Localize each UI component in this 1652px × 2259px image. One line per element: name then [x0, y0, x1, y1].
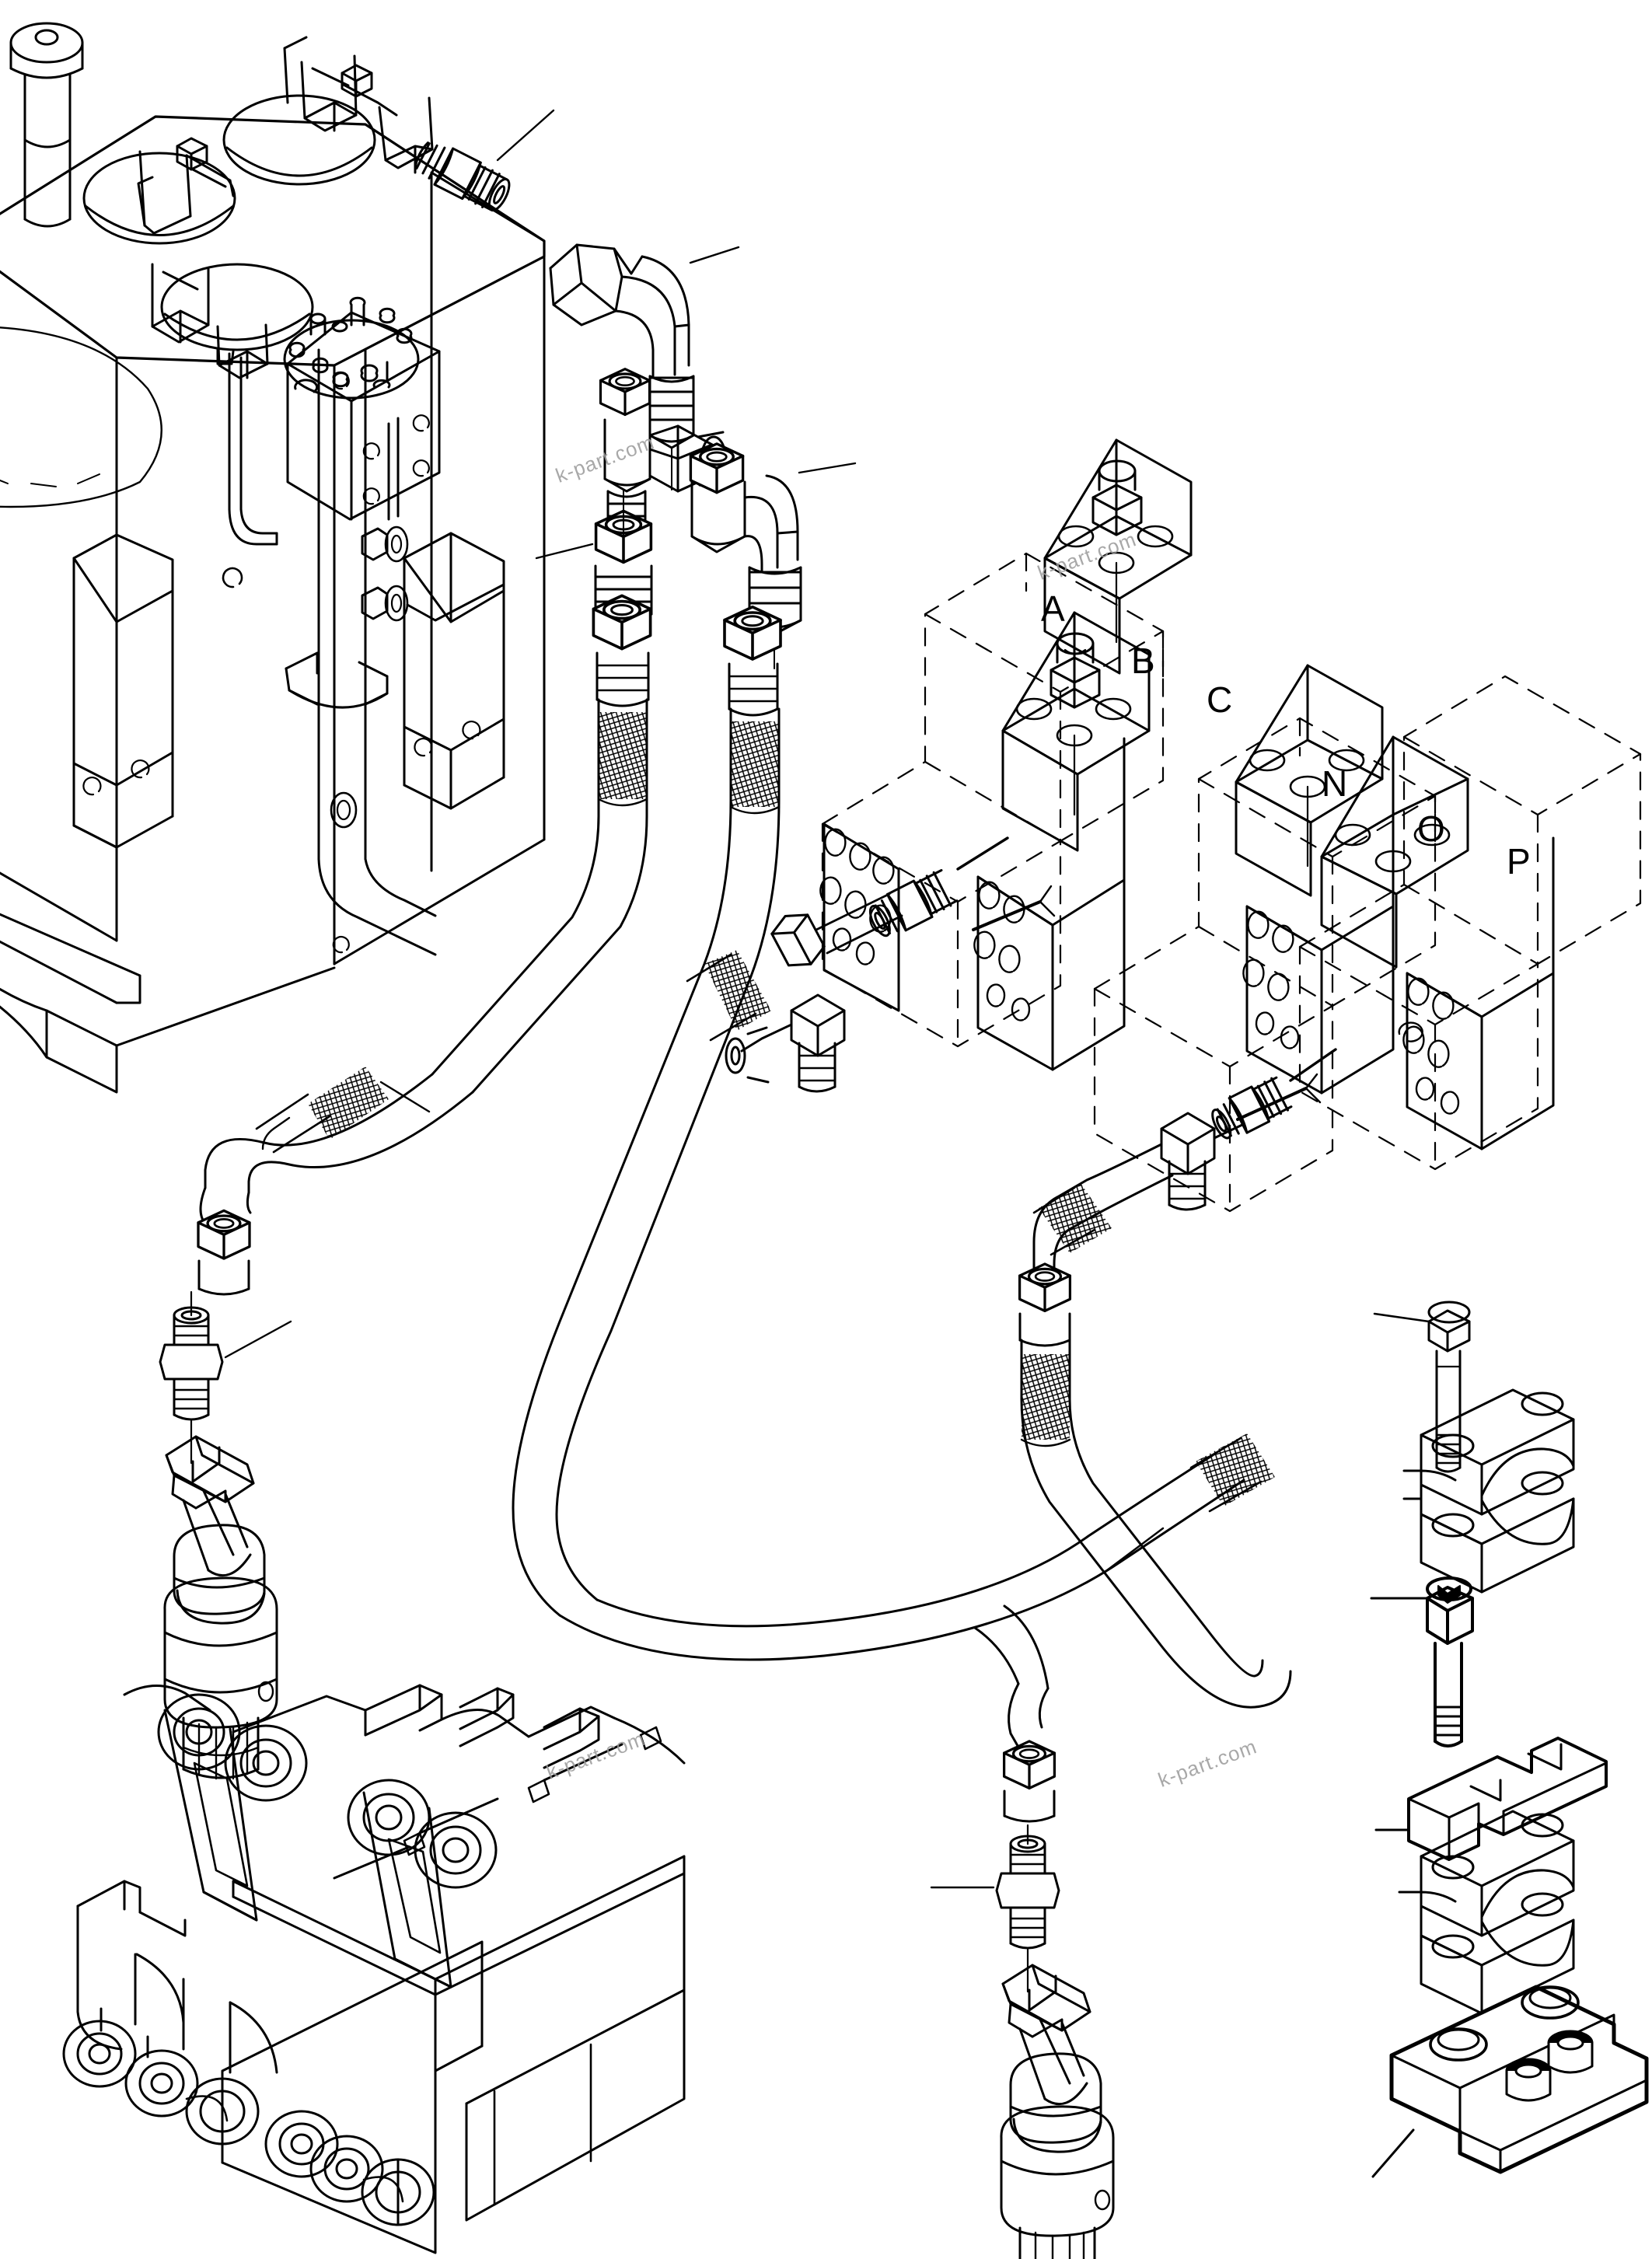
callout-letter-a: A [1041, 588, 1065, 629]
callout-letter-p: P [1507, 841, 1531, 882]
elbow-fitting-upper [549, 243, 740, 449]
suction-strainer-covers [82, 36, 434, 379]
hose-ferrule-right [723, 605, 782, 717]
clamp-half-lower [1402, 1469, 1575, 1594]
hose-assembly-middle [686, 836, 1009, 1093]
hose-clamp-hardware [1370, 1301, 1649, 2178]
callout-letter-c: C [1207, 679, 1233, 720]
hose-assembly-left [197, 1067, 474, 1296]
coupler-adapter-left [159, 1306, 292, 1421]
hose-ferrule-left [592, 594, 652, 707]
callout-letter-b: B [1131, 641, 1155, 681]
coupler-adapter-bottom [930, 1835, 1060, 1950]
quick-coupler-left [159, 1290, 292, 1780]
clamp-cover-plate [1374, 1737, 1608, 1861]
hose-assembly-right [1018, 1048, 1337, 1709]
elbow-fitting-right [689, 442, 857, 636]
tank-mounted-valve-block [283, 296, 441, 521]
clamp-half-upper-2 [1420, 1810, 1575, 1937]
top-fitting-train [414, 109, 857, 669]
adapter-union-right [1211, 1076, 1293, 1140]
clamp-base-plate [1371, 1985, 1649, 2178]
quick-coupler-bottom [930, 1824, 1115, 2259]
callout-letter-n: N [1322, 763, 1348, 804]
hydraulic-tank [0, 22, 546, 1094]
cartridge-relief-valve-b [1050, 632, 1101, 709]
breather-standpipe [9, 22, 84, 228]
cartridge-relief-valve-a [1091, 459, 1143, 536]
socket-head-bolt [1370, 1576, 1474, 1747]
valve-manifold-stack-right [1093, 664, 1642, 1213]
tee-fitting-mid [725, 993, 846, 1093]
hose-assembly-bottom [558, 1433, 1275, 1823]
adapter-nipple-top [414, 141, 511, 212]
tee-fitting-right [1160, 1112, 1245, 1211]
valve-manifold-stack-left [819, 438, 1193, 1071]
callout-letter-o: O [1417, 808, 1445, 849]
clamp-half-lower-2 [1398, 1891, 1575, 2015]
hose-end-ferrules-upper [431, 594, 782, 1617]
clamp-half-upper [1420, 1388, 1575, 1516]
quick-coupler-attachment-frame [62, 1684, 686, 2254]
